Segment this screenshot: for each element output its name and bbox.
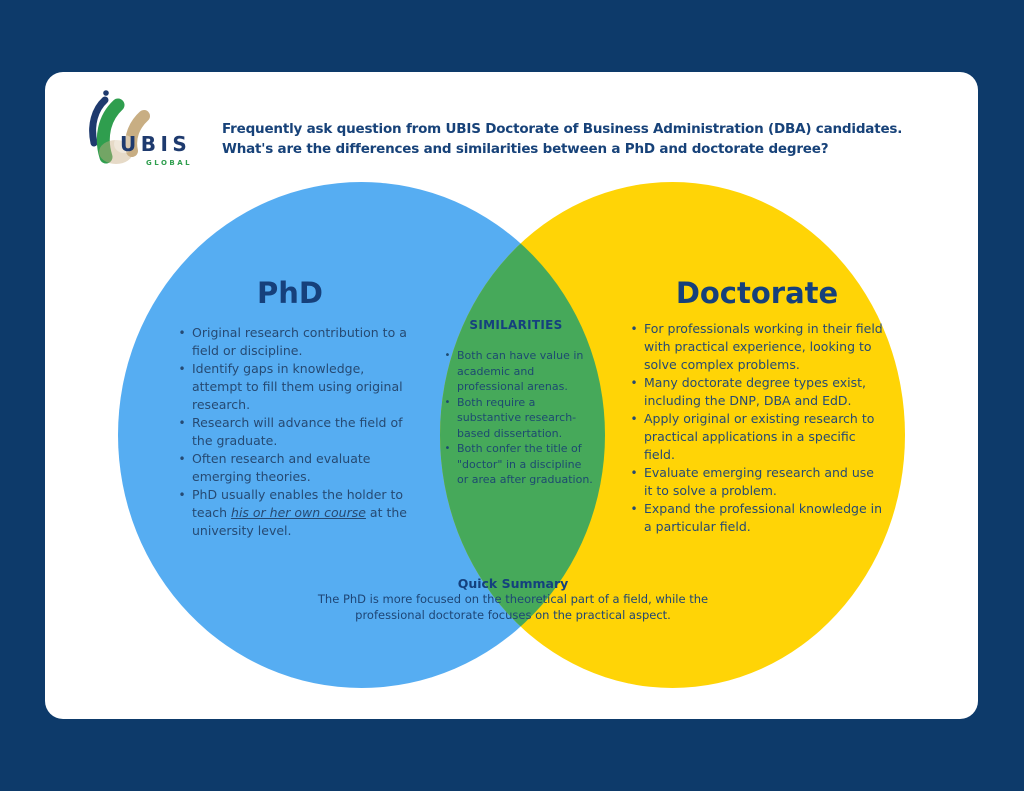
phd-title: PhD — [257, 276, 323, 310]
quick-summary: Quick Summary The PhD is more focused on… — [283, 576, 743, 623]
phd-list-item: • Identify gaps in knowledge, attempt to… — [178, 361, 403, 412]
doctorate-title: Doctorate — [675, 276, 839, 310]
quick-summary-line-2: professional doctorate focuses on the pr… — [355, 607, 671, 622]
header-line-2: What's are the differences and similarit… — [222, 141, 829, 157]
phd-list-item: • Often research and evaluate emerging t… — [178, 451, 371, 484]
bullet-dot: • — [178, 416, 186, 430]
bullet-dot: • — [444, 350, 451, 361]
doctorate-list-item: • Apply original or existing research to… — [630, 411, 875, 462]
doctorate-list-item: • Evaluate emerging research and use it … — [630, 465, 874, 498]
bullet-dot: • — [178, 488, 186, 502]
bullet-dot: • — [444, 443, 451, 454]
similarities-list-item: • Both require a substantive research-ba… — [444, 395, 577, 440]
logo-text: UBIS — [120, 132, 191, 156]
phd-item-5-emphasis: his or her own course — [231, 505, 366, 520]
bullet-dot: • — [630, 466, 638, 480]
header-text: Frequently ask question from UBIS Doctor… — [222, 119, 962, 159]
phd-list-item: • Original research contribution to a fi… — [178, 325, 407, 358]
doctorate-list-item: • For professionals working in their fie… — [630, 321, 883, 372]
bullet-dot: • — [630, 322, 638, 336]
content-card: UBIS GLOBAL Frequently ask question from… — [45, 72, 978, 719]
bullet-dot: • — [630, 376, 638, 390]
similarities-list-item: • Both can have value in academic and pr… — [444, 349, 584, 393]
phd-list: • Original research contribution to a fi… — [178, 324, 410, 540]
quick-summary-title: Quick Summary — [457, 576, 569, 591]
doctorate-list-item: • Expand the professional knowledge in a… — [630, 501, 883, 534]
similarities-title: SIMILARITIES — [469, 318, 563, 332]
similarities-list-item: • Both confer the title of "doctor" in a… — [444, 442, 593, 486]
bullet-dot: • — [630, 412, 638, 426]
bullet-dot: • — [178, 452, 186, 466]
doctorate-list: • For professionals working in their fie… — [630, 320, 886, 536]
overlap-region — [440, 182, 605, 688]
logo: UBIS GLOBAL — [89, 90, 192, 167]
similarities-list: • Both can have value in academic and pr… — [444, 348, 594, 488]
doctorate-list-item: • Many doctorate degree types exist, inc… — [630, 375, 867, 408]
logo-tagline: GLOBAL — [146, 159, 192, 167]
bullet-dot: • — [444, 396, 451, 408]
phd-item-5-pre: PhD usually enables the holder to teach — [192, 487, 404, 520]
phd-item-5-post: at the university level. — [192, 505, 407, 538]
header-line-1: Frequently ask question from UBIS Doctor… — [222, 121, 903, 137]
bullet-dot: • — [178, 362, 186, 376]
bullet-dot: • — [630, 502, 638, 516]
venn-diagram — [118, 182, 905, 688]
phd-list-item: • PhD usually enables the holder to teac… — [178, 486, 410, 540]
bullet-dot: • — [178, 326, 186, 340]
logo-mark — [89, 90, 150, 164]
phd-list-item: • Research will advance the field of the… — [178, 415, 403, 448]
quick-summary-line-1: The PhD is more focused on the theoretic… — [317, 592, 709, 606]
